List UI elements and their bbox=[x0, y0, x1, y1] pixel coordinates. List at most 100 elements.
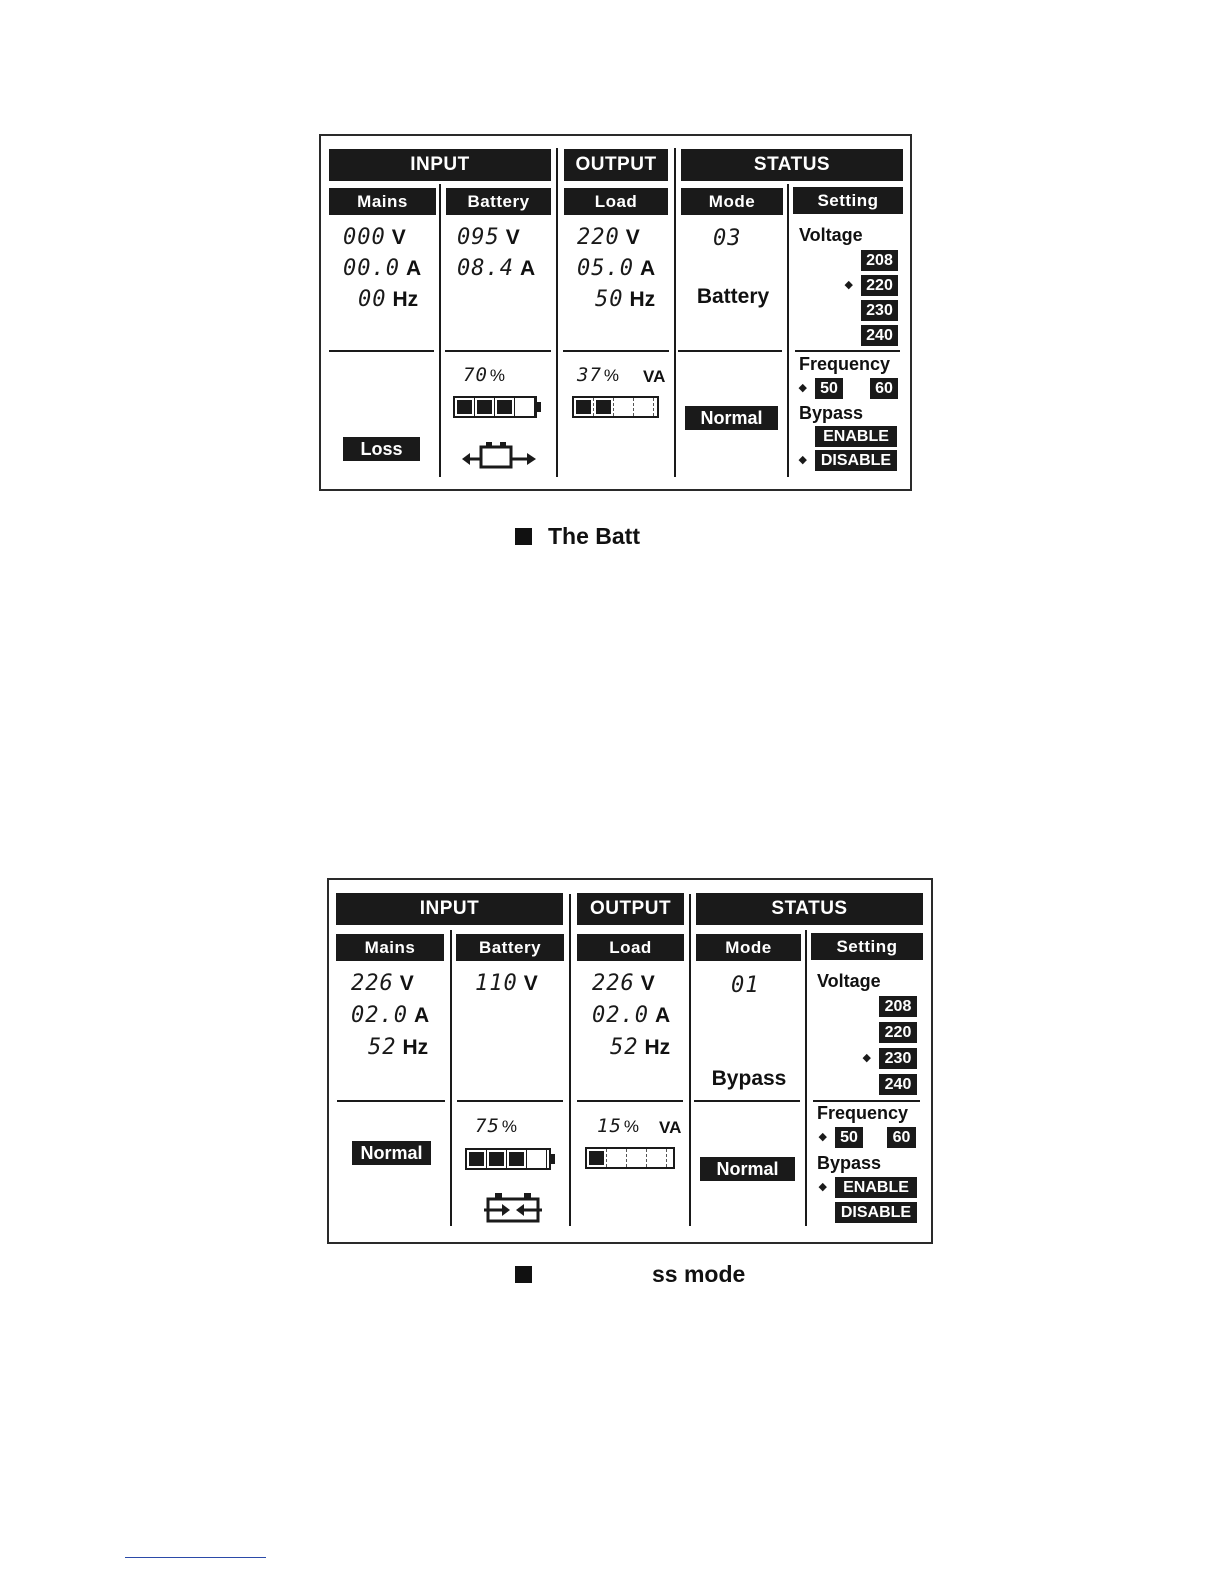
ups-lcd-panel-battery-mode: INPUT OUTPUT STATUS Mains Battery Load M… bbox=[319, 134, 912, 491]
voltage-option-208: 208 bbox=[861, 996, 917, 1017]
bypass-option-enable: ◆ENABLE bbox=[817, 1177, 917, 1198]
mains-state-badge: Normal bbox=[352, 1141, 431, 1165]
voltage-option-208-label: 208 bbox=[861, 250, 898, 271]
voltage-option-240: 240 bbox=[861, 1074, 917, 1095]
bypass-option-enable-label: ENABLE bbox=[815, 426, 897, 447]
divider bbox=[563, 350, 669, 352]
bypass-setting-label: Bypass bbox=[799, 403, 864, 423]
divider bbox=[813, 1100, 920, 1102]
bar-segment bbox=[515, 398, 535, 416]
selection-marker-icon: ◆ bbox=[798, 454, 807, 466]
voltage-setting-label: Voltage bbox=[799, 225, 863, 245]
divider bbox=[445, 350, 551, 352]
mode-subheader: Mode bbox=[696, 934, 801, 961]
figure-caption-bypass: ss mode bbox=[515, 1261, 745, 1288]
voltage-option-220-label: 220 bbox=[879, 1022, 917, 1043]
mode-code-readout: 03 bbox=[713, 226, 742, 251]
frequency-option-50-label: 50 bbox=[815, 378, 843, 399]
divider bbox=[805, 930, 807, 1226]
voltage-option-230-label: 230 bbox=[879, 1048, 917, 1069]
bypass-option-disable-label: DISABLE bbox=[835, 1202, 917, 1223]
battery-subheader: Battery bbox=[456, 934, 564, 961]
bar-segment bbox=[614, 398, 634, 416]
divider bbox=[694, 1100, 800, 1102]
mode-subheader: Mode bbox=[681, 188, 783, 215]
divider bbox=[450, 930, 452, 1226]
divider bbox=[795, 350, 900, 352]
voltage-option-220-label: 220 bbox=[861, 275, 898, 296]
bar-segment bbox=[507, 1150, 527, 1168]
footer-link-underline[interactable] bbox=[125, 1557, 266, 1558]
bar-segment bbox=[527, 1150, 547, 1168]
load-va-label: VA bbox=[659, 1118, 682, 1137]
bar-segment bbox=[574, 398, 594, 416]
output-header: OUTPUT bbox=[577, 893, 684, 925]
bypass-option-enable-label: ENABLE bbox=[835, 1177, 917, 1198]
load-level-bar bbox=[572, 396, 659, 418]
frequency-setting-label: Frequency bbox=[799, 354, 891, 374]
frequency-option-50-label: 50 bbox=[835, 1127, 863, 1148]
status-header: STATUS bbox=[681, 149, 903, 181]
divider bbox=[337, 1100, 445, 1102]
bar-segment bbox=[627, 1149, 647, 1167]
voltage-option-220: ◆ 220 bbox=[843, 275, 898, 296]
ups-lcd-panel-bypass-mode: INPUT OUTPUT STATUS Mains Battery Load M… bbox=[327, 878, 933, 1244]
divider bbox=[577, 1100, 683, 1102]
voltage-option-220: 220 bbox=[861, 1022, 917, 1043]
battery-subheader: Battery bbox=[446, 188, 551, 215]
mode-code-readout: 01 bbox=[731, 973, 760, 998]
square-bullet-icon bbox=[515, 528, 532, 545]
voltage-setting-label: Voltage bbox=[817, 971, 881, 991]
mode-state-badge: Normal bbox=[685, 406, 778, 430]
divider bbox=[674, 148, 676, 477]
battery-level-readout: 75% bbox=[475, 1115, 518, 1137]
frequency-option-50: ◆50 bbox=[817, 1127, 863, 1148]
load-subheader: Load bbox=[577, 934, 684, 961]
bar-segment bbox=[487, 1150, 507, 1168]
frequency-option-50: ◆ 50 bbox=[797, 378, 843, 399]
input-header: INPUT bbox=[329, 149, 551, 181]
input-header: INPUT bbox=[336, 893, 563, 925]
bypass-option-disable: DISABLE bbox=[817, 1202, 917, 1223]
voltage-option-208-label: 208 bbox=[879, 996, 917, 1017]
voltage-option-240-label: 240 bbox=[861, 325, 898, 346]
load-level-readout: 15% bbox=[597, 1115, 640, 1137]
frequency-setting-label: Frequency bbox=[817, 1103, 909, 1123]
figure-caption-battery: The Batt bbox=[515, 523, 640, 550]
mains-subheader: Mains bbox=[336, 934, 444, 961]
voltage-option-240-label: 240 bbox=[879, 1074, 917, 1095]
divider bbox=[556, 148, 558, 477]
battery-terminal bbox=[551, 1154, 555, 1164]
frequency-option-60-label: 60 bbox=[870, 378, 898, 399]
bar-segment bbox=[607, 1149, 627, 1167]
selection-marker-icon: ◆ bbox=[798, 382, 807, 394]
voltage-option-240: 240 bbox=[843, 325, 898, 346]
divider bbox=[329, 350, 434, 352]
frequency-option-60-label: 60 bbox=[887, 1127, 916, 1148]
battery-discharge-icon bbox=[462, 442, 536, 469]
battery-level-bar bbox=[465, 1148, 555, 1170]
divider bbox=[689, 894, 691, 1226]
battery-level-readout: 70% bbox=[463, 364, 506, 386]
status-header: STATUS bbox=[696, 893, 923, 925]
frequency-option-60: 60 bbox=[869, 1127, 916, 1148]
bar-segment bbox=[634, 398, 654, 416]
selection-marker-icon: ◆ bbox=[844, 279, 853, 291]
bar-segment bbox=[475, 398, 495, 416]
mode-state-badge: Normal bbox=[700, 1157, 795, 1181]
load-va-label: VA bbox=[643, 367, 666, 386]
load-level-bar bbox=[585, 1147, 675, 1169]
